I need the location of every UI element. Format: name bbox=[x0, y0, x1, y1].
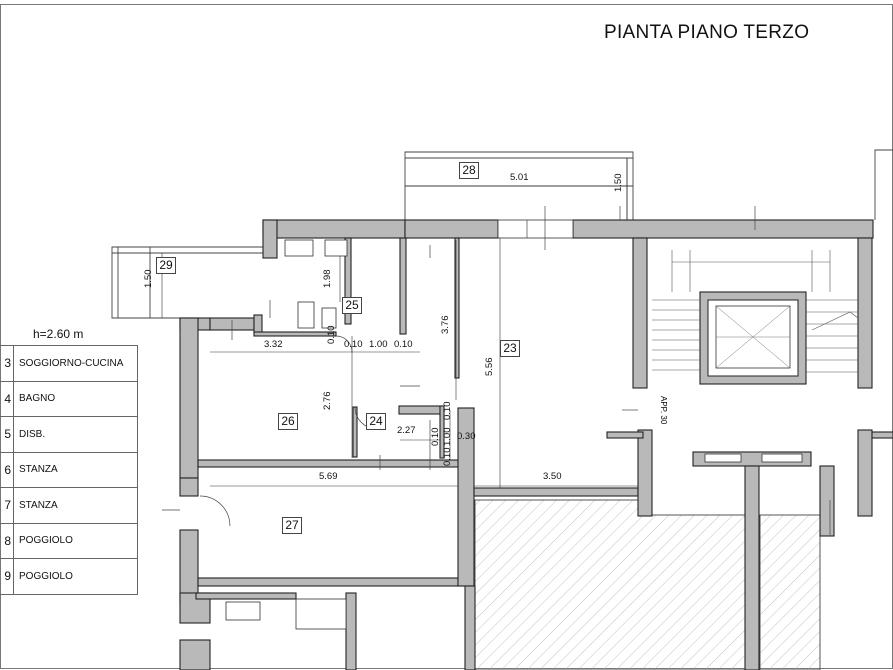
dim-label: 0.10 bbox=[394, 339, 413, 350]
dim-label: 3.76 bbox=[440, 315, 451, 335]
legend-header: h=2.60 m bbox=[33, 327, 84, 341]
balcony-29 bbox=[111, 246, 263, 319]
dim-label: 2.76 bbox=[322, 391, 333, 411]
dim-label: 1.50 bbox=[613, 173, 624, 193]
dim-label: 1.00 bbox=[442, 427, 453, 447]
room-label-27: 27 bbox=[282, 517, 302, 534]
bathroom-fixtures bbox=[225, 239, 348, 630]
doors bbox=[162, 206, 831, 535]
dim-label: 3.32 bbox=[264, 339, 283, 350]
dim-label: 3.50 bbox=[543, 471, 562, 482]
dim-label: 0.10 bbox=[326, 325, 337, 345]
room-label-24: 24 bbox=[366, 413, 386, 430]
dim-label: 2.27 bbox=[397, 425, 416, 436]
room-label-29: 29 bbox=[156, 257, 176, 274]
dim-label: 5.01 bbox=[510, 172, 529, 183]
dim-label: 0.10 bbox=[344, 339, 363, 350]
dim-label: 0.10 bbox=[430, 427, 441, 447]
windows bbox=[497, 219, 803, 463]
room-label-25: 25 bbox=[342, 297, 362, 314]
elevator bbox=[707, 299, 799, 377]
stairs bbox=[652, 250, 859, 373]
room-label-26: 26 bbox=[278, 413, 298, 430]
dim-label: 0.10 bbox=[442, 447, 453, 467]
stair-label: APP. 30 bbox=[659, 396, 668, 425]
dim-label: 0.10 bbox=[442, 401, 453, 421]
room-label-23: 23 bbox=[500, 340, 520, 357]
dim-label: 1.50 bbox=[143, 269, 154, 289]
dim-label: 0.30 bbox=[457, 431, 476, 442]
dim-label: 1.98 bbox=[322, 269, 333, 289]
dim-label: 5.69 bbox=[319, 471, 338, 482]
dim-label: 1.00 bbox=[369, 339, 388, 350]
common-area-hatched bbox=[474, 499, 821, 670]
plan-title: PIANTA PIANO TERZO bbox=[604, 22, 810, 43]
room-label-28: 28 bbox=[459, 162, 479, 179]
dim-label: 5.56 bbox=[484, 357, 495, 377]
